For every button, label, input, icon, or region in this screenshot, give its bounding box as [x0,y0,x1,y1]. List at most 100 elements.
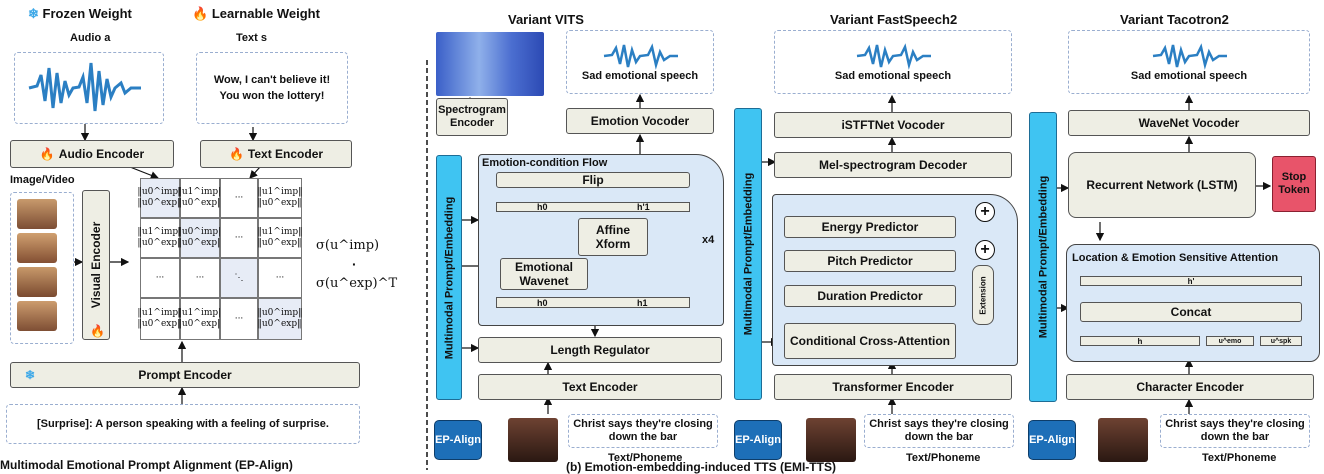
text-encoder: 🔥 Text Encoder [200,140,352,168]
taco-input-text: Christ says they're closing down the bar [1160,414,1310,448]
transformer-encoder: Transformer Encoder [774,374,1012,400]
text-input-box: Wow, I can't believe it! You won the lot… [196,52,348,124]
wavenet-vocoder: WaveNet Vocoder [1068,110,1310,136]
face-image [1098,418,1148,462]
grid-cell: ‖u1^imp‖ ‖u0^exp‖ [137,298,183,340]
add-energy-icon: + [975,202,995,222]
flow-title: Emotion-condition Flow [482,157,608,169]
stop-token: Stop Token [1272,156,1316,212]
face-image [508,418,558,462]
waveform-icon [856,43,931,70]
grid-cell: ··· [220,218,258,258]
extension-block: Extension [972,265,994,325]
mel-decoder: Mel-spectrogram Decoder [774,152,1012,178]
length-regulator: Length Regulator [478,337,722,363]
h-split-bottom: h0 h1 [496,297,690,308]
duration-predictor: Duration Predictor [784,285,956,307]
face-image [17,267,57,297]
audio-encoder: 🔥 Audio Encoder [10,140,174,168]
emotion-vocoder: Emotion Vocoder [566,108,714,134]
istftnet-vocoder: iSTFTNet Vocoder [774,112,1012,138]
grid-cell: ⋱ [220,258,258,298]
u-spk-bar: u^spk [1260,336,1302,346]
taco-title: Variant Tacotron2 [1120,12,1229,27]
audio-label: Audio a [70,32,111,44]
grid-cell: ‖u1^imp‖ ‖u0^exp‖ [137,218,183,258]
face-image [17,233,57,263]
flip-block: Flip [496,172,690,188]
fs2-multimodal-prompt: Multimodal Prompt/Embedding [734,108,762,400]
concat-block: Concat [1080,302,1302,322]
vits-multimodal-prompt: Multimodal Prompt/Embedding [436,155,462,400]
emotional-wavenet: Emotional Wavenet [500,258,588,290]
face-image [806,418,856,462]
taco-multimodal-prompt: Multimodal Prompt/Embedding [1029,112,1057,402]
prompt-encoder: ❄ Prompt Encoder [10,362,360,388]
fs2-text-phoneme: Text/Phoneme [906,452,981,464]
image-video-label: Image/Video [10,174,75,186]
snowflake-icon: ❄ [25,368,36,382]
h-split-top: h0 h'1 [496,202,690,212]
sigma-exp: σ(u^exp)^T [316,276,398,291]
repeat-x4: x4 [702,234,715,246]
grid-cell: ‖u0^imp‖ ‖u0^exp‖ [257,298,303,340]
flame-icon: 🔥 [39,147,55,161]
grid-cell: ··· [180,258,220,298]
sigma-imp: σ(u^imp) [316,238,380,253]
fs2-input-text: Christ says they're closing down the bar [864,414,1014,448]
recurrent-network: Recurrent Network (LSTM) [1068,152,1256,218]
conditional-cross-attention: Conditional Cross-Attention [784,323,956,359]
snowflake-icon: ❄ [28,6,39,21]
grid-cell: ‖u1^imp‖ ‖u0^exp‖ [257,218,303,258]
video-frames-box [10,192,74,344]
vits-text-encoder: Text Encoder [478,374,722,400]
waveform-icon [603,43,678,70]
audio-waveform-box [14,52,164,124]
taco-text-phoneme: Text/Phoneme [1202,452,1277,464]
taco-ep-align: EP-Align [1028,420,1076,460]
waveform-icon [1152,43,1227,70]
h-bar: h [1080,336,1200,346]
vits-output-box: Sad emotional speech [566,30,714,94]
flame-icon: 🔥 [228,147,244,161]
fs2-ep-align: EP-Align [734,420,782,460]
attention-title: Location & Emotion Sensitive Attention [1072,252,1279,264]
visual-encoder: Visual Encoder [82,190,110,340]
face-image [17,301,57,331]
grid-cell: ··· [258,258,302,298]
text-label: Text s [236,32,267,44]
vits-ep-align: EP-Align [434,420,482,460]
waveform-icon [28,62,141,112]
vits-text-phoneme: Text/Phoneme [608,452,683,464]
face-image [17,199,57,229]
vits-input-text: Christ says they're closing down the bar [568,414,718,448]
u-emo-bar: u^emo [1206,336,1254,346]
learnable-weight-legend: 🔥 Learnable Weight [192,6,320,21]
grid-cell: ··· [220,298,258,340]
add-pitch-icon: + [975,240,995,260]
h-prime-bar: h' [1080,276,1302,286]
flame-icon: 🔥 [192,6,209,21]
dot-product-symbol: · [352,256,357,272]
grid-cell: ‖u0^imp‖ ‖u0^exp‖ [177,218,223,258]
emi-tts-caption: (b) Emotion-embedding-induced TTS (EMI-T… [566,460,836,474]
grid-cell: ‖u0^imp‖ ‖u0^exp‖ [137,178,183,218]
fs2-title: Variant FastSpeech2 [830,12,958,27]
grid-cell: ‖u1^imp‖ ‖u0^exp‖ [177,178,223,218]
pitch-predictor: Pitch Predictor [784,250,956,272]
frozen-weight-legend: ❄ Frozen Weight [28,6,132,21]
flame-icon: 🔥 [90,324,105,338]
grid-cell: ‖u1^imp‖ ‖u0^exp‖ [177,298,223,340]
grid-cell: ··· [140,258,180,298]
affine-xform: Affine Xform [578,218,648,256]
grid-cell: ‖u1^imp‖ ‖u0^exp‖ [257,178,303,218]
energy-predictor: Energy Predictor [784,216,956,238]
fs2-output-box: Sad emotional speech [774,30,1012,94]
character-encoder: Character Encoder [1066,374,1314,400]
spectrogram-image [436,32,544,96]
ep-align-caption: Multimodal Emotional Prompt Alignment (E… [0,458,293,472]
vits-title: Variant VITS [508,12,584,27]
grid-cell: ··· [220,178,258,218]
taco-output-box: Sad emotional speech [1068,30,1310,94]
spectrogram-encoder: Spectrogram Encoder [436,98,508,136]
